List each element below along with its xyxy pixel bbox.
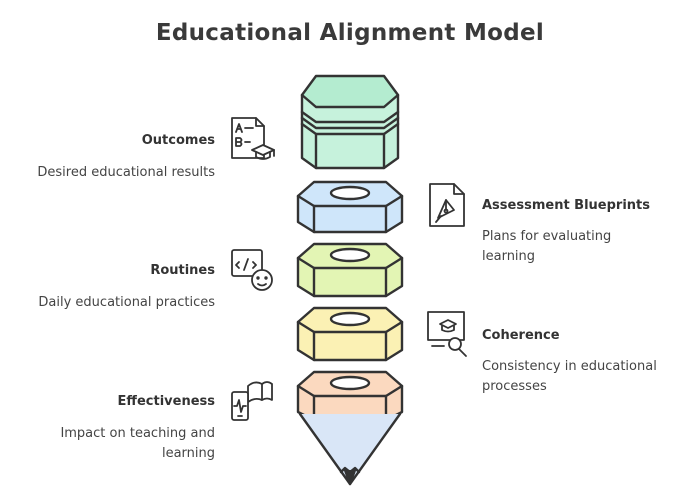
pencil-tip [298, 412, 402, 486]
label-routines: Routines [150, 263, 215, 278]
label-coherence: Coherence [482, 328, 560, 343]
coherence-nut [296, 306, 404, 362]
outcomes-cylinder [300, 74, 400, 170]
code-window-user-icon [231, 249, 273, 291]
description-assessment-blueprints: Plans for evaluating learning [482, 229, 612, 264]
diagram-title: Educational Alignment Model [155, 20, 545, 46]
checklist-graduation-icon [231, 117, 275, 160]
description-effectiveness: Impact on teaching and learning [60, 426, 215, 461]
document-pen-icon [429, 183, 465, 227]
description-coherence: Consistency in educational processes [482, 359, 657, 394]
description-routines: Daily educational practices [38, 295, 215, 310]
phone-book-icon [231, 381, 273, 421]
label-outcomes: Outcomes [141, 133, 215, 148]
routines-nut [296, 242, 404, 298]
label-effectiveness: Effectiveness [117, 394, 215, 409]
assessment-blueprints-nut [296, 180, 404, 234]
label-assessment-blueprints: Assessment Blueprints [482, 198, 651, 213]
presentation-search-icon [427, 311, 467, 357]
effectiveness-nut [296, 370, 404, 422]
description-outcomes: Desired educational results [37, 165, 215, 180]
